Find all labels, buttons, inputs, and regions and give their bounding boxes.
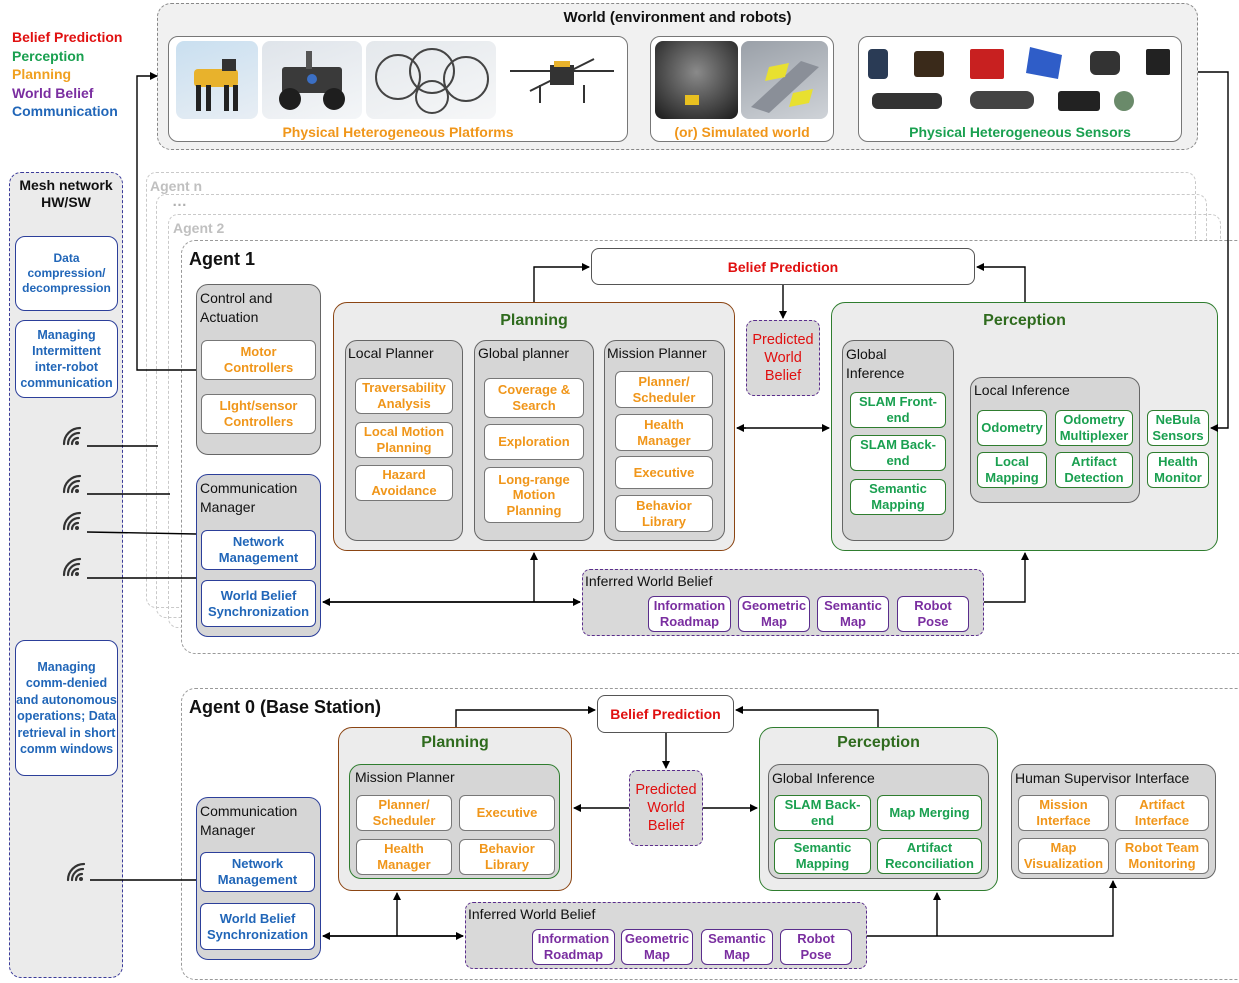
rover-image <box>262 41 362 119</box>
artifact-interface-box: Artifact Interface <box>1115 795 1209 831</box>
local-planner-title: Local Planner <box>348 345 434 361</box>
human-supervisor-title: Human Supervisor Interface <box>1015 770 1190 786</box>
agents-ellipsis-label: … <box>172 193 187 210</box>
odometry-box: Odometry <box>977 410 1047 446</box>
agent-0-belief-prediction: Belief Prediction <box>597 695 734 733</box>
legend-belief-prediction: Belief Prediction <box>12 29 123 45</box>
agent-0-planning-title: Planning <box>421 734 489 751</box>
semantic-mapping-box: Semantic Mapping <box>850 479 946 515</box>
agent-0-semantic-map-box: Semantic Map <box>701 929 773 965</box>
control-actuation-title: Control and Actuation <box>200 290 273 325</box>
legend-communication: Communication <box>12 103 118 120</box>
geometric-map-box: Geometric Map <box>738 596 810 632</box>
wifi-icon <box>62 426 82 446</box>
planner-scheduler-box: Planner/ Scheduler <box>615 371 713 408</box>
mesh-item-comm-denied: Managing comm-denied and autonomous oper… <box>15 640 118 776</box>
information-roadmap-box: Information Roadmap <box>648 596 731 632</box>
agent-0-planner-scheduler-box: Planner/ Scheduler <box>356 795 452 831</box>
local-inference-title: Local Inference <box>974 382 1070 398</box>
agent-0-executive-box: Executive <box>459 795 555 831</box>
agent-1-belief-prediction: Belief Prediction <box>591 248 975 285</box>
health-monitor-box: Health Monitor <box>1147 452 1209 488</box>
agent-0-map-merging-box: Map Merging <box>877 795 982 831</box>
local-motion-planning-box: Local Motion Planning <box>355 422 453 458</box>
mission-interface-box: Mission Interface <box>1018 795 1109 831</box>
agent-1-predicted-world-belief: Predicted World Belief <box>746 320 820 396</box>
light-sensor-controllers-box: LIght/sensor Controllers <box>201 394 316 434</box>
drone-cage-image <box>366 41 496 119</box>
platforms-label: Physical Heterogeneous Platforms <box>282 124 514 140</box>
mission-planner-title: Mission Planner <box>607 345 707 361</box>
sim-world-image <box>741 41 828 119</box>
legend-perception: Perception <box>12 47 85 64</box>
semantic-map-box: Semantic Map <box>817 596 889 632</box>
mesh-item-compression: Data compression/ decompression <box>15 236 118 311</box>
legend: Belief Prediction Perception Planning Wo… <box>12 28 122 121</box>
map-visualization-box: Map Visualization <box>1018 838 1109 874</box>
agent-0-mission-planner-title: Mission Planner <box>355 769 455 785</box>
agent-n-label: Agent n <box>150 178 203 194</box>
agent-0-inferred-world-belief-title: Inferred World Belief <box>468 906 596 922</box>
mesh-item-intermittent: Managing Intermittent inter-robot commun… <box>15 320 118 398</box>
robot-dog-image <box>176 41 258 119</box>
slam-front-end-box: SLAM Front-end <box>850 392 946 428</box>
agent-0-semantic-mapping-box: Semantic Mapping <box>774 838 871 874</box>
agent-2-label: Agent 2 <box>173 220 225 236</box>
robot-pose-box: Robot Pose <box>897 596 969 632</box>
coverage-search-box: Coverage & Search <box>484 378 584 418</box>
simulated-label: (or) Simulated world <box>674 124 810 140</box>
agent-0-geometric-map-box: Geometric Map <box>621 929 693 965</box>
slam-back-end-box: SLAM Back-end <box>850 435 946 471</box>
health-manager-box: Health Manager <box>615 414 713 451</box>
agent-0-artifact-reconciliation-box: Artifact Reconciliation <box>877 838 982 874</box>
agent-0-network-management-box: Network Management <box>200 852 315 892</box>
motor-controllers-box: Motor Controllers <box>201 340 316 380</box>
agent-0-robot-pose-box: Robot Pose <box>780 929 852 965</box>
quadcopter-image <box>500 41 624 119</box>
agent-0-behavior-library-box: Behavior Library <box>459 839 555 875</box>
wifi-icon <box>62 474 82 494</box>
behavior-library-box: Behavior Library <box>615 495 713 532</box>
network-management-box: Network Management <box>201 530 316 570</box>
mesh-title: Mesh network HW/SW <box>19 177 113 210</box>
wifi-icon <box>66 862 86 882</box>
planning-title: Planning <box>500 312 568 329</box>
hazard-avoidance-box: Hazard Avoidance <box>355 465 453 501</box>
wifi-icon <box>62 557 82 577</box>
agent-0-title: Agent 0 (Base Station) <box>189 697 382 717</box>
traversability-analysis-box: Traversability Analysis <box>355 378 453 414</box>
odometry-multiplexer-box: Odometry Multiplexer <box>1055 410 1133 446</box>
long-range-motion-planning-box: Long-range Motion Planning <box>484 467 584 523</box>
agent-0-global-inference-title: Global Inference <box>772 770 875 786</box>
agent-0-comm-manager-title: Communication Manager <box>200 803 298 838</box>
agent-1-title: Agent 1 <box>189 249 256 269</box>
local-mapping-box: Local Mapping <box>977 452 1047 488</box>
comm-manager-title: Communication Manager <box>200 480 298 515</box>
sensors-label: Physical Heterogeneous Sensors <box>909 124 1131 140</box>
world-title: World (environment and robots) <box>563 9 792 26</box>
legend-world-belief: World Belief <box>12 84 94 101</box>
exploration-box: Exploration <box>484 424 584 460</box>
robot-team-monitoring-box: Robot Team Monitoring <box>1115 838 1209 874</box>
wifi-icon <box>62 511 82 531</box>
sensors-image <box>862 41 1178 119</box>
global-planner-title: Global planner <box>478 345 570 361</box>
artifact-detection-box: Artifact Detection <box>1055 452 1133 488</box>
executive-box: Executive <box>615 456 713 489</box>
agent-0-predicted-world-belief: Predicted World Belief <box>629 770 703 846</box>
agent-0-slam-back-end-box: SLAM Back-end <box>774 795 871 831</box>
agent-0-world-belief-sync-box: World Belief Synchronization <box>200 903 315 950</box>
agent-0-information-roadmap-box: Information Roadmap <box>532 929 615 965</box>
world-belief-sync-box: World Belief Synchronization <box>201 580 316 627</box>
cave-image <box>655 41 738 119</box>
nebula-sensors-box: NeBula Sensors <box>1147 410 1209 446</box>
global-inference-title: Global Inference <box>846 346 905 381</box>
inferred-world-belief-title: Inferred World Belief <box>585 573 713 589</box>
perception-title: Perception <box>983 312 1066 329</box>
agent-0-health-manager-box: Health Manager <box>356 839 452 875</box>
agent-0-perception-title: Perception <box>837 734 920 751</box>
legend-planning: Planning <box>12 66 72 83</box>
